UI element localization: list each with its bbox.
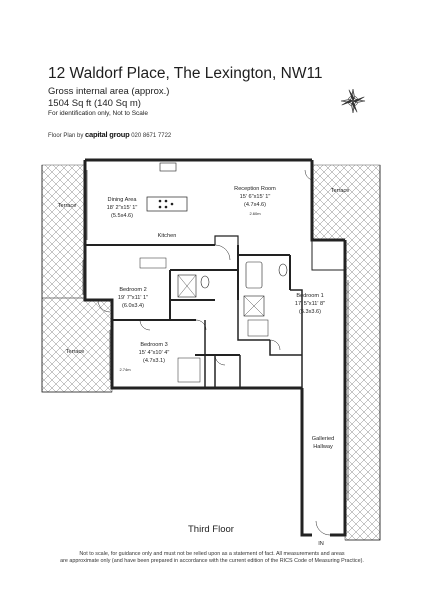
door-swings (97, 169, 331, 536)
kitchen-name: Kitchen (158, 233, 177, 239)
bathtub-icon (245, 261, 263, 289)
bedroom3-name: Bedroom 3 (140, 342, 167, 348)
bedroom1-dim-imperial: 17' 5"x11' 8" (295, 301, 325, 307)
footer-note-line1: Not to scale, for guidance only and must… (79, 551, 345, 557)
interior (85, 160, 345, 535)
compass-rose-icon (340, 88, 366, 114)
bathroom-fixtures (177, 261, 288, 317)
wardrobes (139, 257, 269, 383)
property-title: 12 Waldorf Place, The Lexington, NW11 (48, 65, 323, 82)
room-labels: Dining Area 18' 2"x15' 1" (5.5x4.6) Rece… (58, 186, 350, 547)
reception-name: Reception Room (234, 186, 276, 192)
bedroom3-height: 2.74m (119, 367, 131, 372)
disclaimer: For identification only, Not to Scale (48, 110, 148, 117)
galleried-label-2: Hallway (313, 444, 333, 450)
bedroom2-dim-metric: (6.0x3.4) (122, 303, 144, 309)
ceiling-height: 2.60m (249, 211, 261, 216)
bedroom1-dim-metric: (5.3x3.6) (299, 309, 321, 315)
footer-note-line2: are approximate only (and have been prep… (60, 558, 364, 564)
bedroom2-name: Bedroom 2 (119, 287, 146, 293)
terrace-areas (41, 164, 381, 541)
kitchen-island (146, 196, 188, 212)
reception-dim-metric: (4.7x4.6) (244, 202, 266, 208)
bedroom3-dim-metric: (4.7x3.1) (143, 358, 165, 364)
galleried-label-1: Galleried (312, 436, 334, 442)
reception-dim-imperial: 15' 6"x15' 1" (240, 194, 271, 200)
terrace-left-bottom (41, 297, 113, 393)
entrance-label: IN (318, 541, 324, 547)
terrace-left-top (41, 164, 86, 299)
area-value: 1504 Sq ft (140 Sq m) (48, 98, 141, 109)
dining-name: Dining Area (108, 197, 138, 203)
dining-dim-metric: (5.5x4.6) (111, 213, 133, 219)
hob-icon (158, 199, 174, 209)
floorplan-credit: Floor Plan by capital group 020 8671 772… (48, 130, 171, 139)
toilet-icon (200, 275, 210, 289)
bedroom2-dim-imperial: 19' 7"x11' 1" (118, 295, 148, 301)
area-label: Gross internal area (approx.) (48, 86, 170, 97)
windows (82, 170, 349, 500)
brand-logo: capital group (85, 130, 130, 139)
terrace-left-bottom-label: Terrace (66, 349, 85, 355)
credit-phone: 020 8671 7722 (131, 133, 172, 139)
floor-label: Third Floor (188, 524, 234, 535)
dining-dim-imperial: 18' 2"x15' 1" (107, 205, 138, 211)
terrace-left-top-label: Terrace (58, 203, 77, 209)
toilet-icon (278, 263, 288, 277)
terrace-right-label: Terrace (331, 188, 350, 194)
bedroom3-dim-imperial: 15' 4"x10' 4" (139, 350, 170, 356)
credit-prefix: Floor Plan by (48, 133, 84, 139)
sink-icon (159, 162, 177, 172)
bedroom1-name: Bedroom 1 (296, 293, 323, 299)
